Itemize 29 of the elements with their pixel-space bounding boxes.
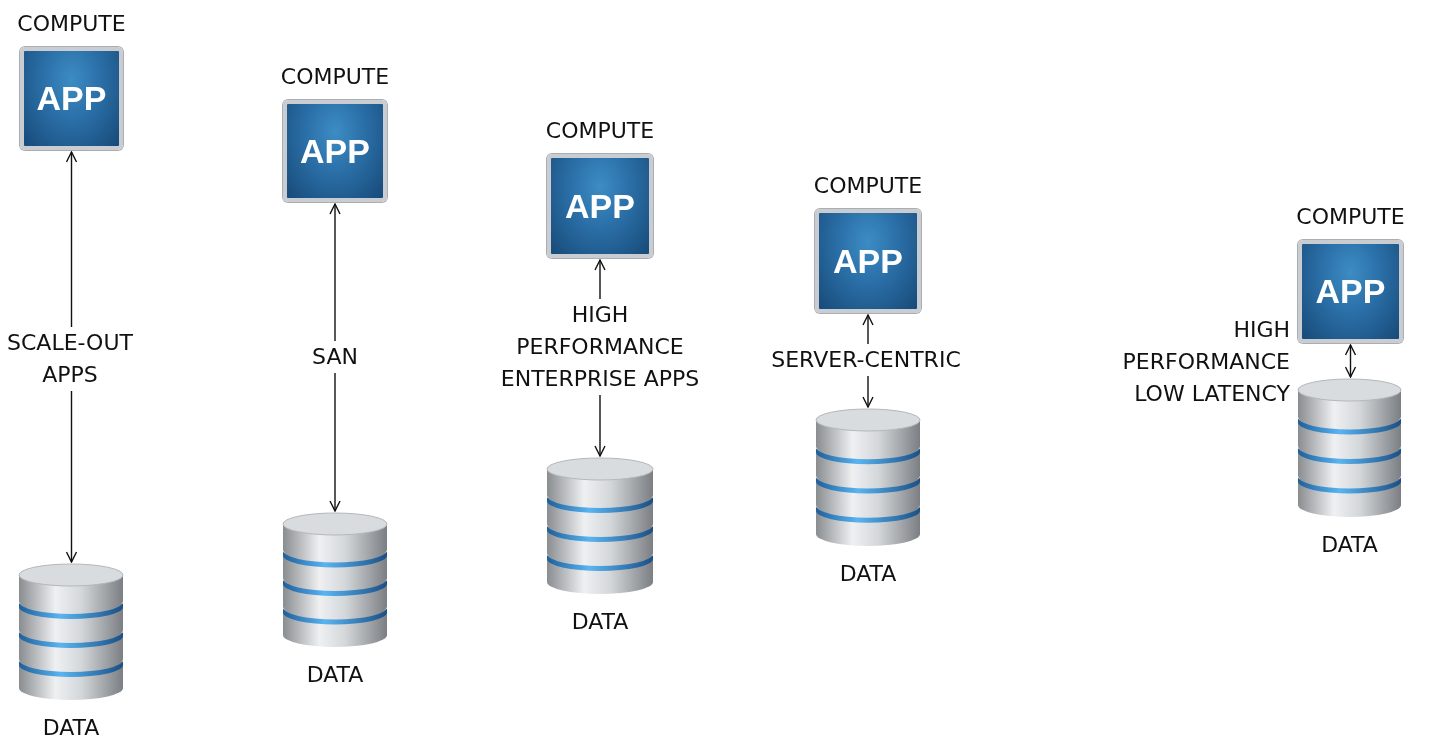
data-caption: DATA (42, 715, 100, 740)
compute-caption: COMPUTE (813, 173, 923, 198)
compute-caption: COMPUTE (17, 11, 126, 36)
database-cylinder (1297, 378, 1402, 520)
app-icon-box (547, 154, 653, 258)
compute-caption: COMPUTE (1296, 204, 1405, 229)
data-caption: DATA (306, 662, 364, 687)
double-arrow (1344, 344, 1357, 378)
compute-caption: COMPUTE (545, 118, 655, 143)
app-icon-box (815, 209, 921, 313)
database-cylinder (18, 563, 124, 703)
app-label: APP (833, 241, 903, 281)
database-cylinder (546, 457, 654, 597)
database-cylinder (815, 408, 921, 549)
data-caption: DATA (571, 609, 629, 634)
app-label: APP (300, 131, 370, 171)
database-cylinder (282, 512, 388, 650)
double-arrow (329, 203, 341, 512)
data-caption: DATA (839, 561, 897, 586)
data-caption: DATA (1321, 532, 1378, 557)
app-label: APP (1315, 272, 1386, 311)
app-icon-box (283, 100, 387, 202)
edge-label: SAN (312, 341, 358, 373)
edge-label: SERVER-CENTRIC (771, 344, 961, 376)
app-icon-box (1298, 240, 1403, 343)
app-label: APP (565, 186, 635, 226)
app-label: APP (36, 79, 107, 118)
compute-caption: COMPUTE (280, 64, 390, 89)
app-icon-box (20, 47, 123, 150)
